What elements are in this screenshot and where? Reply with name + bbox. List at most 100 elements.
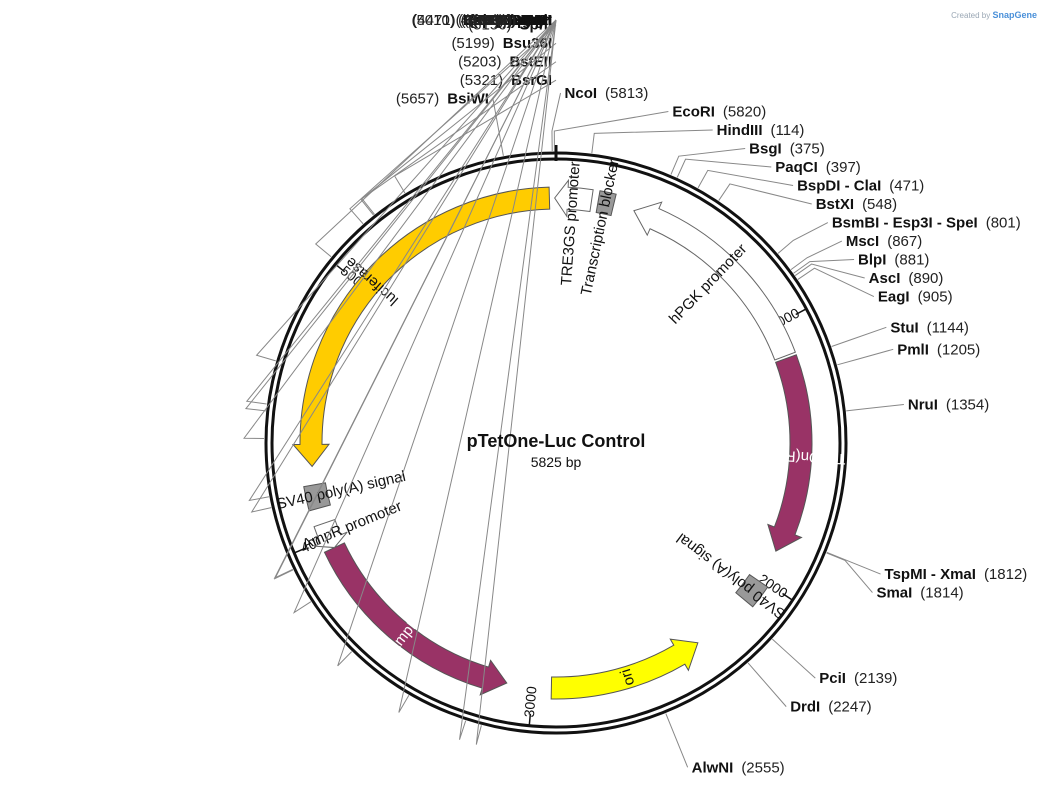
site-position: (4633) xyxy=(456,12,499,29)
restriction-site: NcoI(5813) xyxy=(565,85,649,102)
site-leader-line xyxy=(771,638,816,679)
site-leader-line xyxy=(777,222,829,254)
restriction-site: (4493)PacI xyxy=(470,12,552,29)
site-label: StuI(1144) xyxy=(890,319,969,336)
site-leader-line xyxy=(248,19,557,502)
restriction-site: (4197)EcoNI xyxy=(458,12,552,29)
site-position: (4197) xyxy=(458,12,501,29)
site-name: XmnI xyxy=(515,12,552,29)
tick-mark xyxy=(782,592,793,601)
feature-arrow xyxy=(323,542,508,696)
site-leader-line xyxy=(250,19,557,513)
feature-arrow xyxy=(595,190,617,217)
site-name: NcoI xyxy=(565,85,598,102)
site-position: (375) xyxy=(790,141,825,158)
plasmid-backbone xyxy=(264,145,848,735)
site-label: (5203)BstEII xyxy=(458,54,552,71)
site-name: BspDI - ClaI xyxy=(797,178,881,195)
site-position: (867) xyxy=(887,233,922,250)
site-name: PaqCI xyxy=(775,159,818,176)
site-name: HindIII xyxy=(717,122,763,139)
restriction-site: BsmBI - Esp3I - SpeI(801) xyxy=(832,215,1021,232)
site-label: NruI(1354) xyxy=(908,396,989,413)
site-leader-line xyxy=(349,24,557,225)
site-label: BlpI (881) xyxy=(858,252,929,269)
restriction-site: (4383)SgrAI xyxy=(461,12,552,29)
credit-prefix: Created by xyxy=(951,11,991,20)
site-name: NruI xyxy=(908,396,938,413)
site-label: EcoRI(5820) xyxy=(672,104,766,121)
site-position: (890) xyxy=(908,270,943,287)
site-label: NcoI(5813) xyxy=(565,85,649,102)
site-position: (881) xyxy=(894,252,929,269)
feature-label: ori xyxy=(617,667,638,688)
tick-mark xyxy=(795,308,806,316)
restriction-site: (5203)BstEII xyxy=(458,54,552,71)
site-position: (5010) xyxy=(411,12,454,29)
restriction-site: (3631)XmnI xyxy=(464,12,552,29)
site-position: (3204) xyxy=(469,12,512,29)
site-name: PacI xyxy=(521,12,552,29)
site-leader-line xyxy=(697,169,794,189)
restriction-site: (3204) AseI xyxy=(469,12,552,29)
site-label: (4162) PstI xyxy=(473,12,552,29)
site-position: (471) xyxy=(889,178,924,195)
site-name: EagI xyxy=(878,289,910,306)
site-position: (5203) xyxy=(458,54,501,71)
site-label: (3152)BglI xyxy=(472,12,552,29)
site-name: PstI xyxy=(524,12,552,29)
restriction-site: TspMI - XmaI (1812) xyxy=(885,566,1028,583)
site-name: BsgI xyxy=(749,141,782,158)
site-label: PmlI(1205) xyxy=(897,341,980,358)
site-name: BstXI xyxy=(816,196,854,213)
site-leader-line xyxy=(747,662,787,707)
site-label: EagI (905) xyxy=(878,289,953,306)
site-name: BsmBI - Esp3I - SpeI xyxy=(832,215,978,232)
site-leader-line xyxy=(255,19,557,362)
site-name: BlpI xyxy=(858,252,886,269)
site-label: MscI (867) xyxy=(846,233,922,250)
restriction-site: (5010)BspQI - SapI xyxy=(411,12,552,29)
site-name: AlwNI xyxy=(692,759,734,776)
site-position: (5321) xyxy=(460,72,503,89)
site-name: PciI xyxy=(819,670,846,687)
restriction-site: BspDI - ClaI (471) xyxy=(797,178,924,195)
site-label: AlwNI(2555) xyxy=(692,759,785,776)
site-name: TspMI - XmaI xyxy=(885,566,976,583)
site-position: (1812) xyxy=(984,566,1027,583)
restriction-sites: NcoI(5813) EcoRI(5820)HindIII(114) BsgI (37… xyxy=(243,12,1028,776)
site-label: TspMI - XmaI (1812) xyxy=(885,566,1028,583)
site-name: AseI xyxy=(520,12,552,29)
feature-arrow xyxy=(554,178,594,218)
site-name: SphI xyxy=(520,17,553,34)
site-position: (2247) xyxy=(828,699,871,716)
site-name: StuI xyxy=(890,319,918,336)
feature-arrow xyxy=(633,201,796,361)
site-name: MscI xyxy=(846,233,879,250)
site-name: AscI xyxy=(869,270,901,287)
restriction-site: HindIII(114) xyxy=(717,122,805,139)
site-leader-line xyxy=(794,263,865,279)
site-position: (5156) xyxy=(468,17,511,34)
site-leader-line xyxy=(790,240,843,271)
snapgene-credit: Created by SnapGene xyxy=(951,10,1037,20)
site-position: (4162) xyxy=(473,12,516,29)
restriction-site: (4162) PstI xyxy=(473,12,552,29)
site-label: (4383)SgrAI xyxy=(461,12,552,29)
site-leader-line xyxy=(273,19,557,580)
site-label: AscI (890) xyxy=(869,270,944,287)
site-position: (3402) xyxy=(469,12,512,29)
restriction-site: BsgI (375) xyxy=(749,141,825,158)
site-name: SgrAI xyxy=(512,12,552,29)
site-label: (4493)PacI xyxy=(470,12,552,29)
site-position: (5199) xyxy=(451,35,494,52)
site-position: (2139) xyxy=(854,670,897,687)
restriction-site: SmaI(1814) xyxy=(876,585,963,602)
site-label: BsgI (375) xyxy=(749,141,825,158)
site-position: (905) xyxy=(918,289,953,306)
map-center-labels: pTetOne-Luc Control 5825 bp xyxy=(467,431,646,470)
site-name: BsiWI xyxy=(447,91,489,108)
site-leader-line xyxy=(846,403,904,412)
site-label: (5010)BspQI - SapI xyxy=(411,12,552,29)
site-position: (1205) xyxy=(937,341,980,358)
